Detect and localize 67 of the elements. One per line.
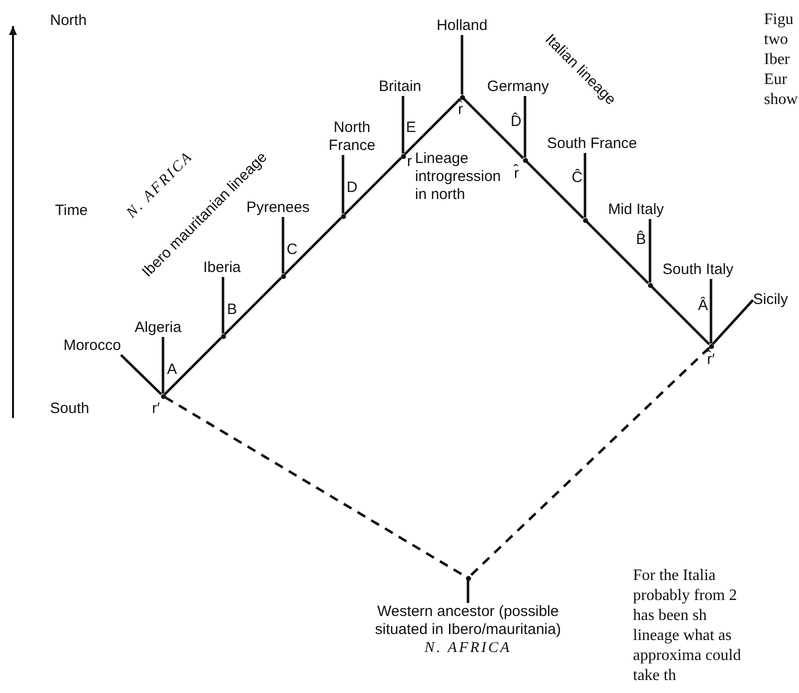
branch-junction (400, 154, 406, 158)
branch-junction (466, 576, 470, 580)
branch-line (402, 96, 404, 154)
branch-line (404, 98, 462, 156)
axis-label: South (50, 400, 90, 418)
axis-label: North (50, 12, 87, 30)
place-label: Holland (436, 17, 488, 35)
branch-line (120, 354, 162, 396)
place-label: Germany (487, 78, 549, 96)
branch-letter: Ĉ (572, 169, 582, 187)
branch-line (584, 153, 586, 218)
branch-letter: E (406, 119, 416, 137)
branch-junction (460, 94, 464, 100)
branch-line (524, 96, 526, 158)
branch-letter: Â (698, 297, 708, 315)
branch-junction (522, 158, 528, 162)
branch-letter: C (286, 241, 298, 259)
handwritten-note: N. AFRICA (424, 639, 512, 657)
node-symbol: r̂′ (707, 351, 715, 369)
node-symbol: r′ (152, 400, 160, 418)
dashed-branch-line (468, 346, 710, 578)
branch-line (162, 337, 164, 394)
branch-line (224, 276, 282, 336)
branch-line (648, 219, 652, 282)
branch-line (284, 216, 342, 276)
place-label: Pyrenees (246, 199, 310, 217)
place-label: Britain (378, 78, 422, 96)
branch-line (460, 35, 464, 94)
branch-letter: B̂ (636, 231, 646, 249)
branch-line (526, 160, 584, 220)
branch-line (466, 580, 470, 603)
branch-line (462, 98, 524, 160)
branch-junction (340, 214, 346, 218)
node-symbol: r (407, 153, 412, 171)
branch-letter: D (346, 179, 358, 197)
branch-line (164, 336, 222, 396)
branch-junction (648, 282, 652, 288)
branch-line (710, 279, 712, 344)
branch-letter: B (227, 301, 237, 319)
place-label: Western ancestor (possible situated in Ibero/mauritania) (374, 603, 562, 639)
branch-junction (280, 274, 286, 278)
annotation-text: Lineage introgression in north (415, 150, 502, 204)
branch-junction (582, 218, 588, 222)
branch-letter: D̂ (510, 113, 522, 131)
body-text: For the Italia probably from 2 has been sh lineage what as approxima could take th (633, 566, 742, 686)
branch-line (344, 156, 402, 216)
branch-line (222, 277, 224, 334)
place-label: South France (546, 135, 638, 153)
place-label: South Italy (662, 261, 734, 279)
node-symbol: r̂ (514, 165, 519, 183)
axis-label: Time (55, 202, 88, 220)
place-label: Morocco (63, 337, 121, 355)
place-label: Iberia (203, 259, 241, 277)
place-label: Sicily (753, 291, 788, 309)
branch-line (586, 220, 650, 284)
branch-line (282, 217, 284, 274)
branch-line (712, 299, 754, 345)
branch-line (650, 286, 710, 346)
branch-junction (220, 334, 226, 338)
place-label: North France (323, 119, 381, 155)
place-label: Mid Italy (608, 201, 664, 219)
place-label: Algeria (134, 319, 182, 337)
body-text: Figu two Iber Eur show (764, 10, 798, 110)
branch-junction (160, 394, 166, 398)
branch-junction (708, 344, 714, 348)
branch-letter: A (167, 361, 177, 379)
branch-line (342, 155, 344, 214)
